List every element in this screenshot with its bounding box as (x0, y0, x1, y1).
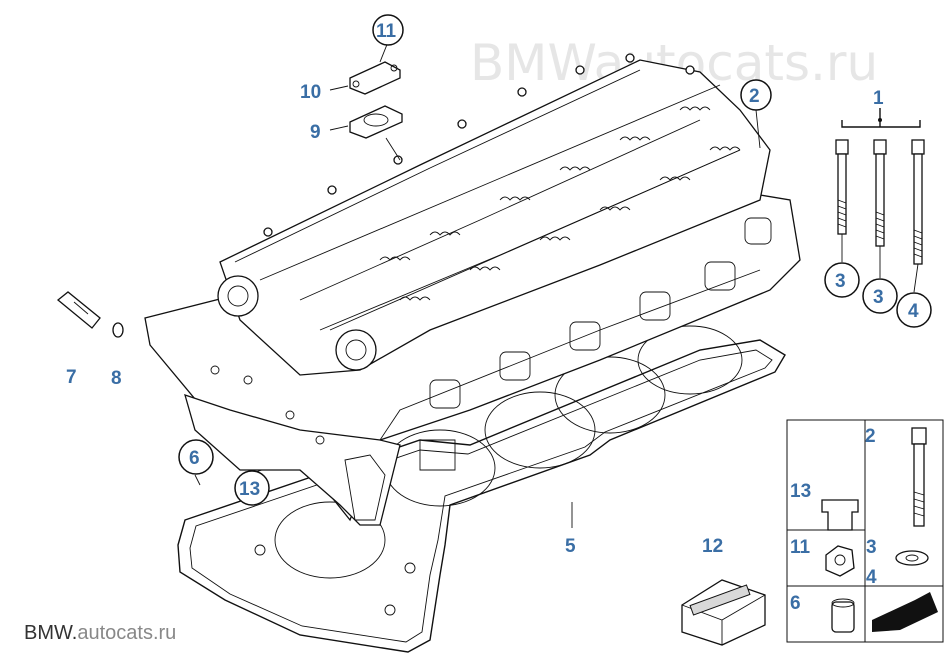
callout-6-inset: 6 (790, 593, 801, 614)
callout-4-inset: 4 (866, 567, 877, 588)
parts-inset-grid (786, 419, 944, 643)
footer-tld: .ru (152, 622, 177, 644)
head-bolt-c (911, 139, 925, 265)
callout-10: 10 (300, 82, 321, 103)
footer-brand: BMW.autocats.ru (24, 622, 176, 645)
footer-brand-name: BMW. (24, 622, 78, 644)
callout-3a: 3 (835, 271, 846, 292)
footer-domain: autocats (77, 622, 153, 644)
callout-3b: 3 (873, 287, 884, 308)
valve-springs (379, 106, 741, 301)
head-bolt-a (835, 139, 849, 235)
callout-11: 11 (376, 21, 397, 42)
callout-6: 6 (189, 448, 200, 469)
callout-3-inset: 3 (866, 537, 877, 558)
bolt-7 (56, 291, 101, 329)
callout-5: 5 (565, 536, 576, 557)
leader-lines (194, 41, 919, 528)
callout-13: 13 (239, 479, 260, 500)
callout-2: 2 (749, 86, 760, 107)
head-gasket (177, 325, 786, 653)
callout-7: 7 (66, 367, 77, 388)
callout-1: 1 (873, 88, 884, 109)
callout-11-inset: 11 (790, 537, 811, 558)
callout-circles (178, 14, 932, 506)
head-bolt-set (835, 108, 925, 265)
gasket-9 (349, 105, 403, 139)
washer-8 (112, 322, 124, 338)
callout-8: 8 (111, 368, 122, 389)
gasket-10 (349, 61, 401, 95)
callout-2-inset: 2 (865, 426, 876, 447)
cylinder-head-assembly (144, 53, 801, 526)
callout-12: 12 (702, 536, 723, 557)
cam-cap-bolts (263, 53, 695, 237)
callout-13-inset: 13 (790, 481, 811, 502)
callout-labels: 11 10 9 2 1 3 3 4 7 8 6 13 5 12 2 13 11 … (66, 21, 919, 614)
callout-4a: 4 (908, 301, 919, 322)
part-12-block (681, 579, 766, 646)
callout-9: 9 (310, 122, 321, 143)
head-bolt-b (873, 139, 887, 247)
